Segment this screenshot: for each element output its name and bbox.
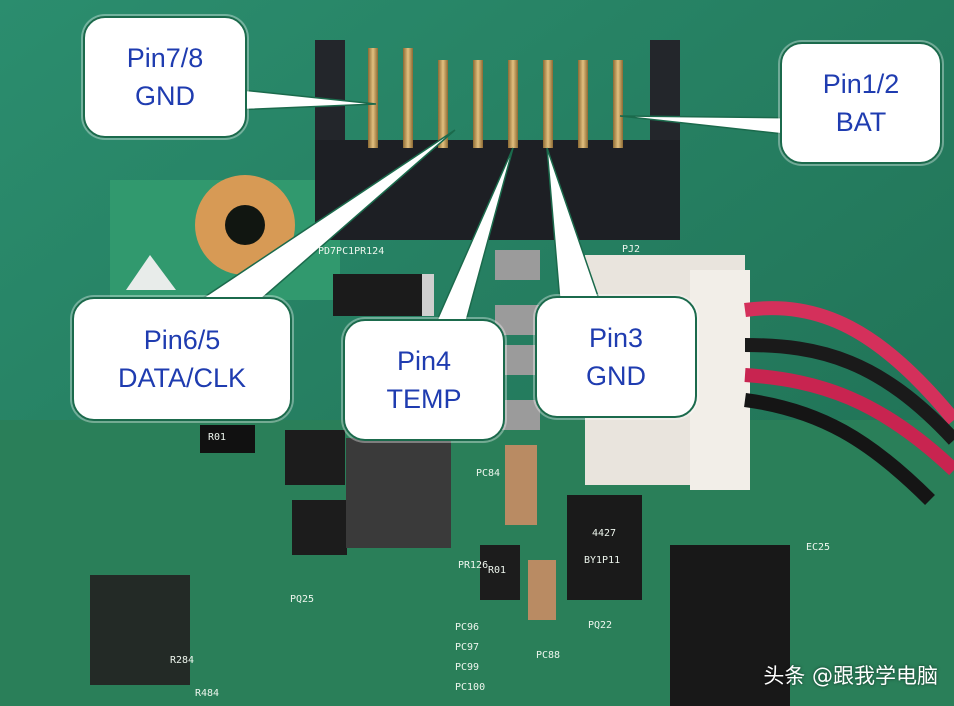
silk-pc88: PC88 — [536, 650, 561, 661]
pin-2 — [578, 60, 588, 148]
silk-pc99: PC99 — [455, 662, 480, 673]
callout-pin12: Pin1/2 BAT — [780, 42, 942, 164]
silk-chip-top: 4427 — [592, 528, 617, 539]
black-wire-1 — [744, 338, 954, 445]
red-wire-2 — [744, 368, 954, 476]
red-wire-1 — [744, 301, 954, 425]
silk-pj: PJ2 — [622, 244, 641, 255]
pin-4 — [508, 60, 518, 148]
pin-8 — [368, 48, 378, 148]
callout-pin78-line1: Pin7/8 — [126, 43, 204, 73]
silk-pc84: PC84 — [476, 468, 501, 479]
triangle-marker — [126, 255, 176, 290]
pin-5 — [473, 60, 483, 148]
mosfet-1 — [285, 430, 345, 485]
mounting-hole — [225, 205, 265, 245]
capacitor-1 — [505, 445, 537, 525]
callout-pin4: Pin4 TEMP — [343, 319, 505, 441]
silk-r01b: R01 — [488, 565, 507, 576]
silk-pq22: PQ22 — [588, 620, 613, 631]
silk-chip-bottom: BY1P11 — [584, 555, 621, 566]
pin-1 — [613, 60, 623, 148]
callout-pin65-line1: Pin6/5 — [143, 325, 221, 355]
callout-pin65: Pin6/5 DATA/CLK — [72, 297, 292, 421]
resistor-r01a — [200, 425, 255, 453]
ic-chip — [567, 495, 642, 600]
callout-pin3-line1: Pin3 — [588, 323, 644, 353]
pin-6 — [438, 60, 448, 148]
silk-pr126: PR126 — [458, 560, 489, 571]
callout-pin4-line1: Pin4 — [396, 346, 452, 376]
capacitor-2 — [528, 560, 556, 620]
transistor-array — [90, 575, 190, 685]
inductor — [346, 438, 451, 548]
callout-pin3: Pin3 GND — [535, 296, 697, 418]
silk-header-label: PD7PC1PR124 — [318, 246, 385, 257]
black-wire-2 — [744, 393, 935, 505]
callout-pin4-line2: TEMP — [386, 384, 462, 414]
callout-pin3-line2: GND — [586, 361, 646, 391]
silk-r284: R284 — [170, 655, 195, 666]
silk-pc97: PC97 — [455, 642, 480, 653]
silk-pc96: PC96 — [455, 622, 480, 633]
callout-pin78-line2: GND — [135, 81, 195, 111]
callout-pin12-line2: BAT — [835, 107, 887, 137]
callout-pin78: Pin7/8 GND — [83, 16, 247, 138]
pin-7 — [403, 48, 413, 148]
silk-pc100: PC100 — [455, 682, 486, 693]
watermark: 头条 @跟我学电脑 — [763, 664, 938, 688]
silk-r01a: R01 — [208, 432, 227, 443]
mosfet-2 — [292, 500, 347, 555]
callout-pin12-line1: Pin1/2 — [822, 69, 900, 99]
pad-1 — [495, 250, 540, 280]
callout-pin65-line2: DATA/CLK — [117, 363, 247, 393]
resistor-r01b — [480, 545, 520, 600]
side-connector — [670, 545, 790, 706]
pin-3 — [543, 60, 553, 148]
silk-ec25: EC25 — [806, 542, 831, 553]
silk-r484: R484 — [195, 688, 220, 699]
connector-pins — [368, 48, 623, 148]
diode-component — [333, 274, 433, 316]
cable-connector-front — [690, 270, 750, 490]
silk-pq25: PQ25 — [290, 594, 315, 605]
